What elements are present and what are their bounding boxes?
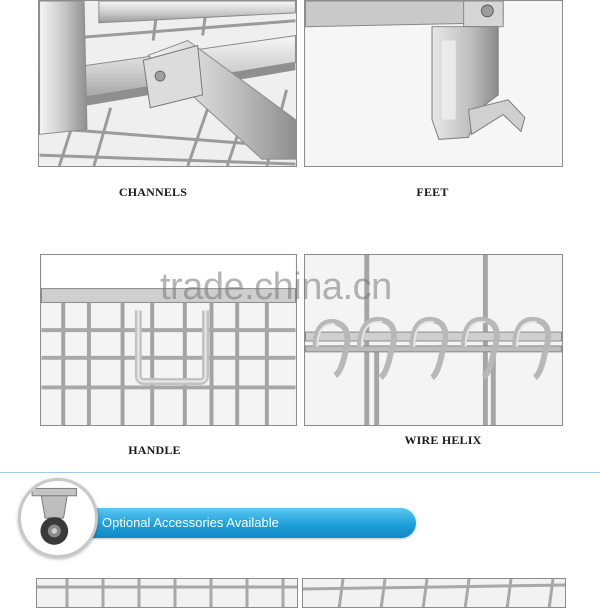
wire-helix-image: [304, 254, 563, 426]
caster-wheel-badge: [18, 478, 98, 558]
handle-caption: HANDLE: [128, 443, 181, 457]
accessories-banner-text: Optional Accessories Available: [102, 515, 279, 530]
accessory-image-right: [302, 578, 566, 608]
wire-helix-illustration: [305, 255, 562, 425]
accessory-right-illustration: [303, 579, 565, 607]
caster-wheel-icon: [31, 487, 77, 545]
feet-illustration: [305, 1, 562, 166]
watermark-text: trade.china.cn: [160, 266, 392, 308]
accessory-image-left: [36, 578, 298, 608]
section-divider: [0, 472, 600, 473]
channels-image: [38, 0, 297, 167]
feet-caption: FEET: [416, 185, 449, 199]
feet-image: [304, 0, 563, 167]
accessory-left-illustration: [37, 579, 297, 607]
handle-image: [40, 254, 297, 426]
accessories-banner: [60, 508, 416, 538]
wire-helix-caption: WIRE HELIX: [404, 433, 482, 447]
channels-caption: CHANNELS: [118, 185, 188, 199]
handle-illustration: [41, 255, 296, 425]
channels-illustration: [39, 1, 296, 166]
